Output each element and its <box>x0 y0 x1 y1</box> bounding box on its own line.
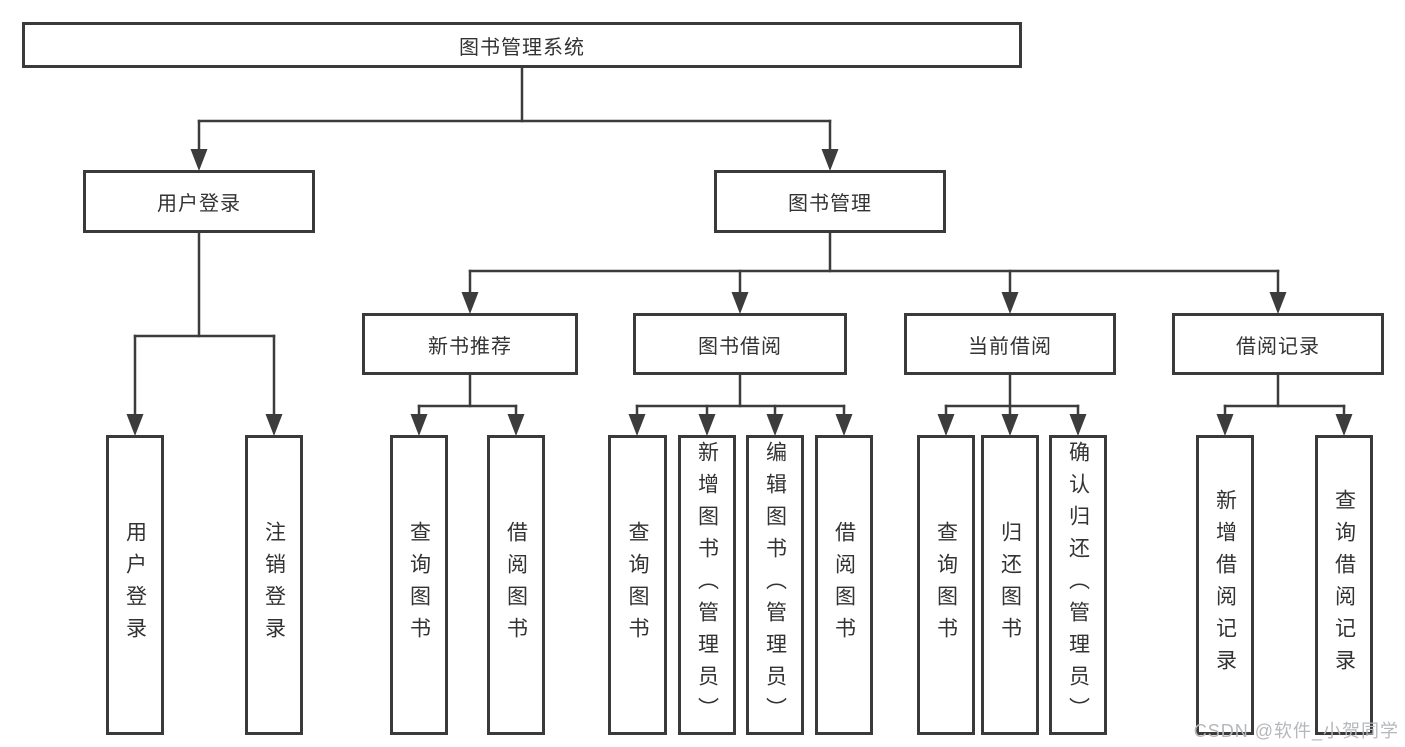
leaf-label: 借阅图书 <box>504 521 528 649</box>
arrowhead <box>126 414 144 436</box>
leaf-logout: 注销登录 <box>245 435 303 735</box>
leaf-cb-query-books: 查询图书 <box>917 435 975 735</box>
leaf-label: 新增图书（管理员） <box>695 441 719 729</box>
leaf-label: 新增借阅记录 <box>1213 489 1237 681</box>
arrowhead <box>190 149 208 171</box>
arrowhead <box>461 292 479 314</box>
csdn-watermark: CSDN @软件_小贺同学 <box>1193 721 1399 741</box>
leaf-label: 注销登录 <box>262 521 286 649</box>
leaf-label: 查询图书 <box>407 521 431 649</box>
arrowhead <box>937 414 955 436</box>
arrowhead <box>1001 292 1019 314</box>
node-new-book-recommend: 新书推荐 <box>362 313 578 375</box>
node-borrow-records: 借阅记录 <box>1172 313 1384 375</box>
node-library-system: 图书管理系统 <box>22 22 1022 68</box>
leaf-label: 查询图书 <box>626 521 649 649</box>
leaf-cb-confirm-return-admin: 确认归还（管理员） <box>1049 435 1107 735</box>
arrowhead <box>410 414 428 436</box>
arrowhead <box>835 414 853 436</box>
leaf-label: 编辑图书（管理员） <box>763 441 787 729</box>
node-book-management: 图书管理 <box>714 170 946 233</box>
leaf-bb-borrow-books: 借阅图书 <box>815 435 873 735</box>
leaf-user-login: 用户登录 <box>106 435 164 735</box>
connector-borrowing-branch <box>628 373 853 436</box>
leaf-cb-return-books: 归还图书 <box>981 435 1039 735</box>
connector-records-branch <box>1216 373 1353 436</box>
connector-new-books-branch <box>410 373 525 436</box>
node-book-borrowing: 图书借阅 <box>633 313 847 375</box>
leaf-bb-query-books: 查询图书 <box>608 435 667 735</box>
arrowhead <box>1216 414 1234 436</box>
leaf-bb-add-books-admin: 新增图书（管理员） <box>678 435 736 735</box>
node-user-login: 用户登录 <box>83 170 315 233</box>
leaf-label: 查询图书 <box>934 521 958 649</box>
leaf-label: 归还图书 <box>998 521 1022 649</box>
arrowhead <box>1001 414 1019 436</box>
leaf-nb-borrow-books: 借阅图书 <box>487 435 545 735</box>
leaf-label: 借阅图书 <box>832 521 856 649</box>
arrowhead <box>731 292 749 314</box>
leaf-label: 查询借阅记录 <box>1332 489 1356 681</box>
arrowhead <box>628 414 646 436</box>
leaf-label: 用户登录 <box>123 521 147 649</box>
arrowhead <box>766 414 784 436</box>
arrowhead <box>265 414 283 436</box>
arrowhead <box>1269 292 1287 314</box>
connector-user-login-branch <box>126 231 283 436</box>
connector-book-mgmt-to-level3 <box>461 231 1287 314</box>
arrowhead <box>507 414 525 436</box>
arrowhead <box>821 149 839 171</box>
connector-root-to-level2 <box>190 66 839 171</box>
arrowhead <box>698 414 716 436</box>
arrowhead <box>1069 414 1087 436</box>
node-current-borrowing: 当前借阅 <box>904 313 1116 375</box>
leaf-bb-edit-books-admin: 编辑图书（管理员） <box>746 435 804 735</box>
leaf-nb-query-books: 查询图书 <box>390 435 448 735</box>
arrowhead <box>1335 414 1353 436</box>
leaf-label: 确认归还（管理员） <box>1066 441 1090 729</box>
leaf-rec-query-record: 查询借阅记录 <box>1315 435 1373 735</box>
connector-current-branch <box>937 373 1087 436</box>
leaf-rec-add-record: 新增借阅记录 <box>1196 435 1254 735</box>
